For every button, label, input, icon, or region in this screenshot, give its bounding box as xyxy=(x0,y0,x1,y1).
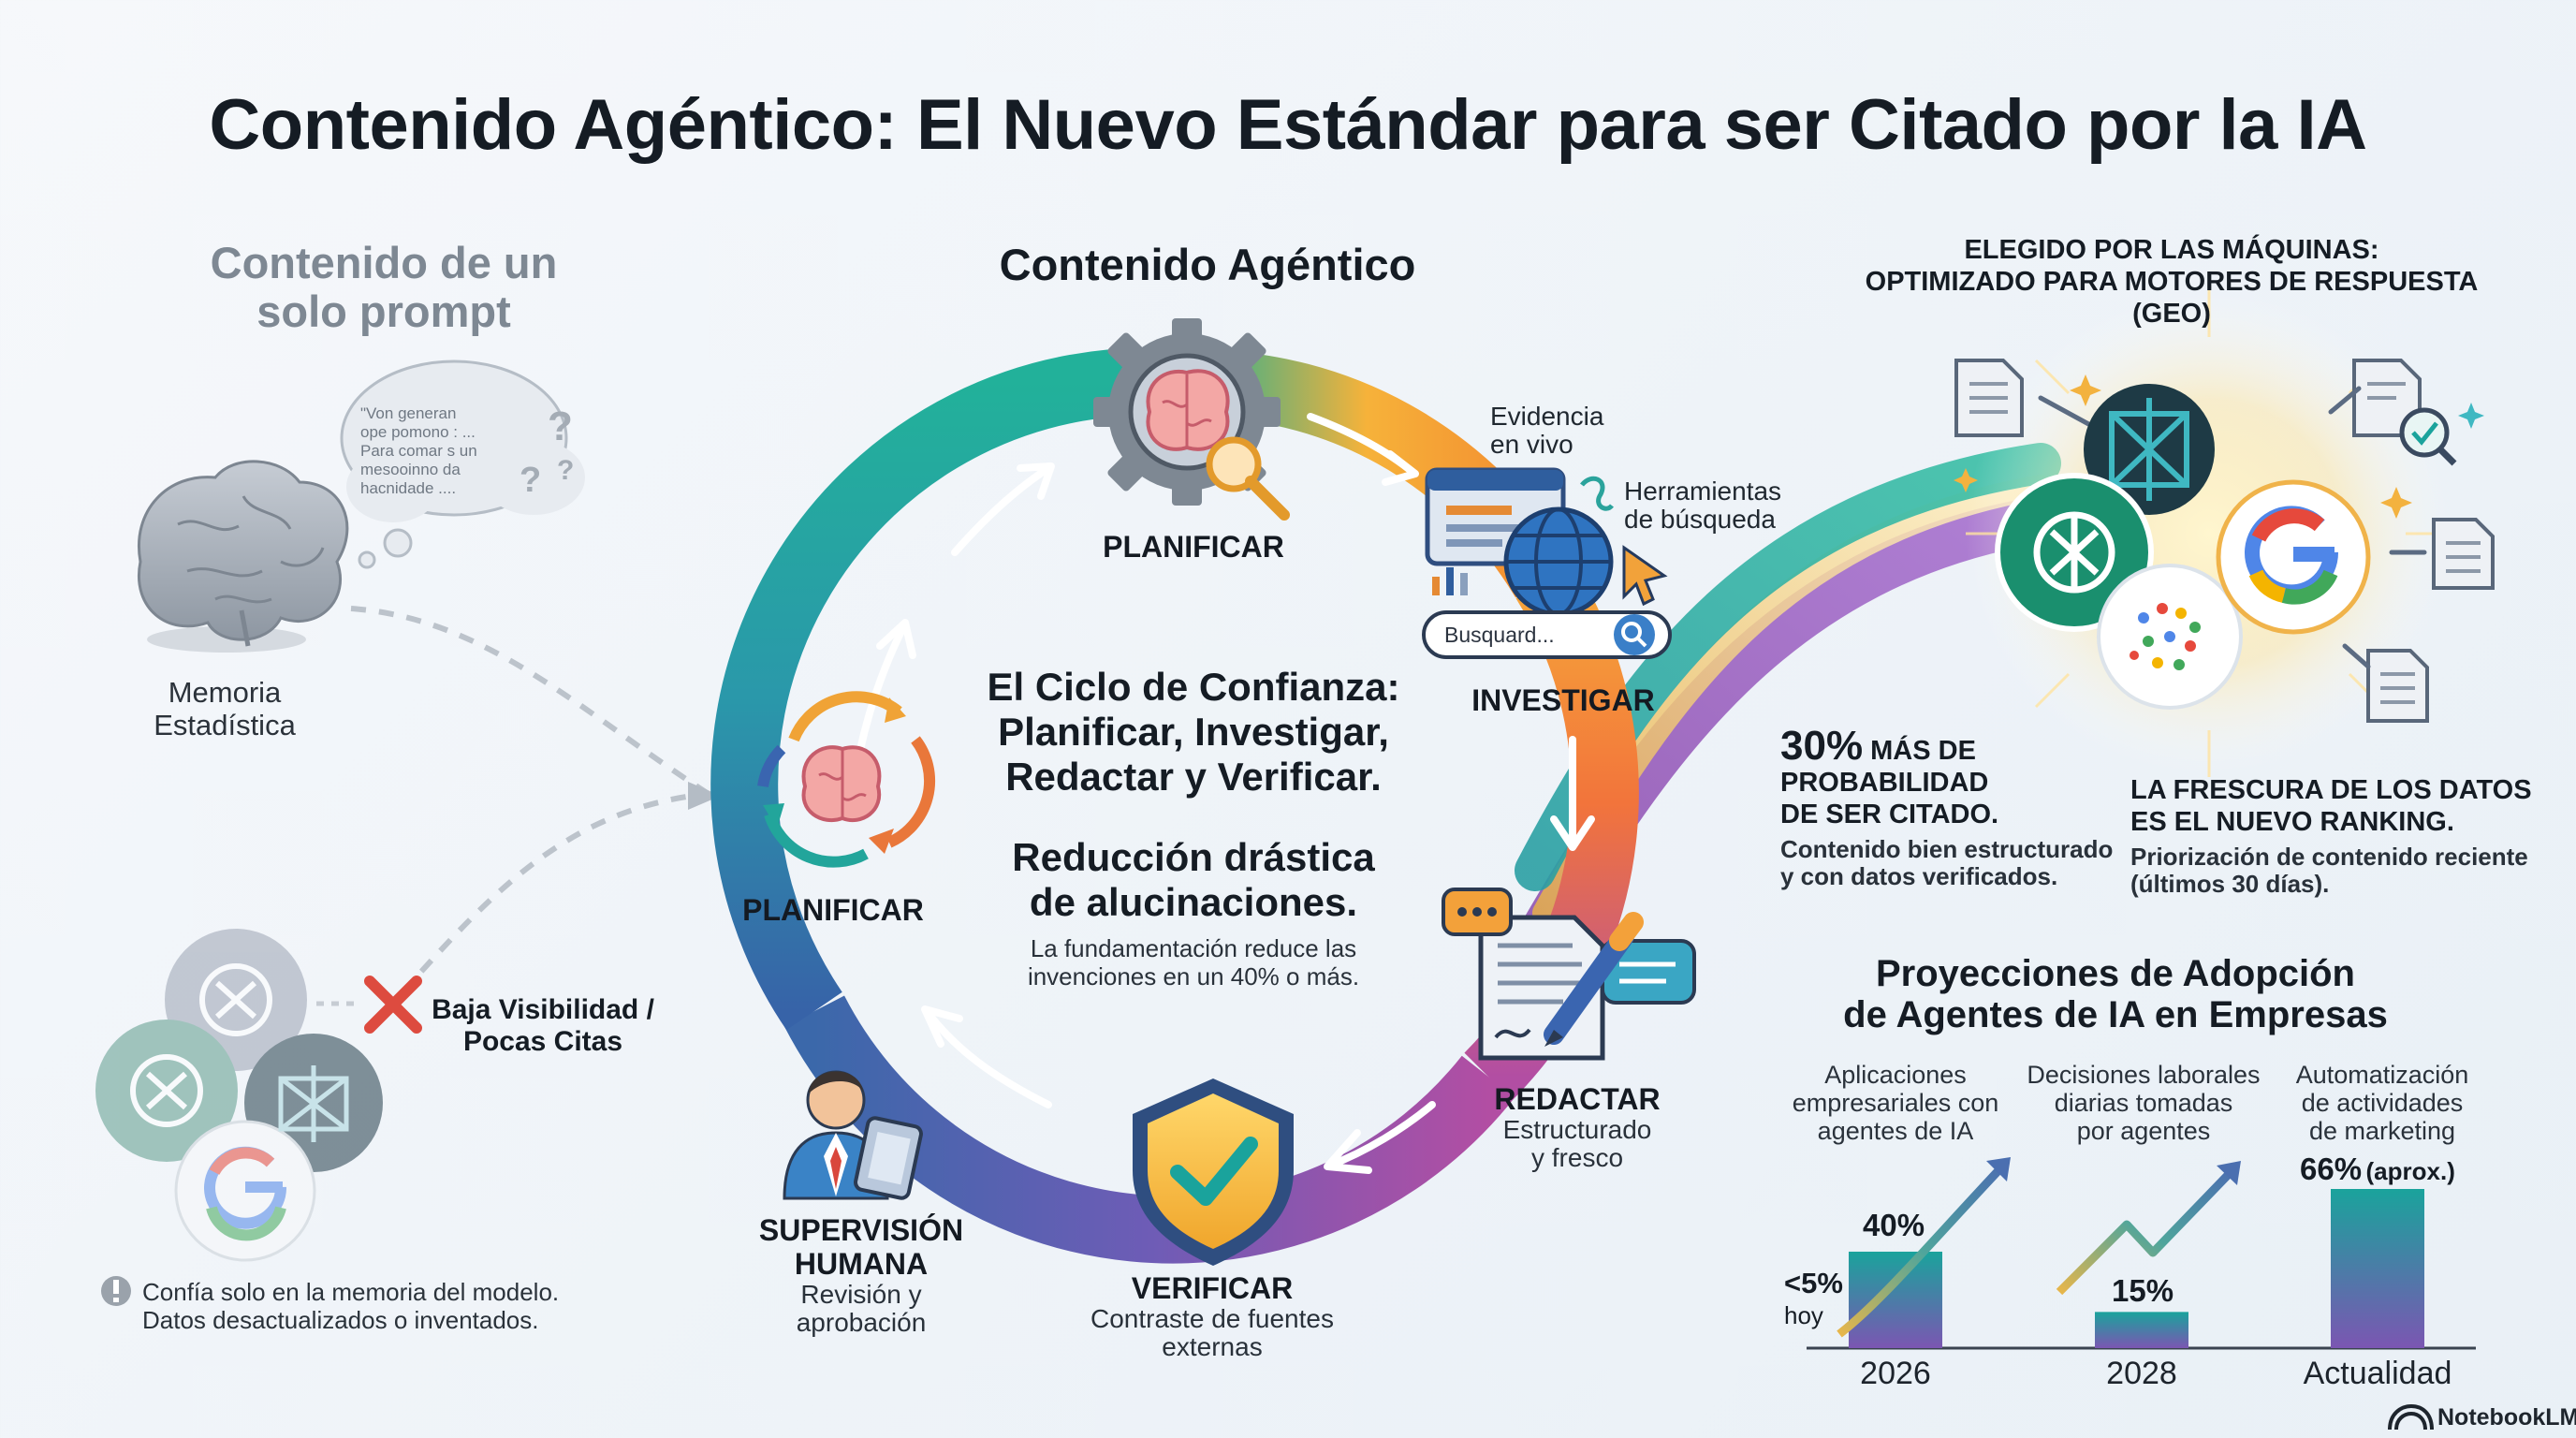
openai-faded-icon-2 xyxy=(130,1054,203,1127)
geo-engines-cluster xyxy=(1954,290,2495,777)
chart-bar-Actualidad xyxy=(2331,1189,2424,1348)
single-prompt-title: Contenido de un solo prompt xyxy=(210,238,558,336)
google-icon xyxy=(2245,506,2339,605)
citation-stat: 30% MÁS DE PROBABILIDAD DE SER CITADO. C… xyxy=(1780,723,2114,890)
thought-bubble: ? ? ? xyxy=(340,360,585,569)
trend-arrow-1-head xyxy=(1986,1157,2011,1181)
chart-value-3: 66% (aprox.) xyxy=(2300,1152,2455,1186)
warning-note: Confía solo en la memoria del modelo. Da… xyxy=(142,1278,560,1334)
human-supervision-group: SUPERVISIÓN HUMANA Revisión y aprobación xyxy=(758,1213,964,1337)
low-visibility-label: Baja Visibilidad / Pocas Citas xyxy=(432,994,654,1057)
chart-desc-3: Automatización de actividades de marketi… xyxy=(2295,1061,2469,1145)
search-tool-hook-icon xyxy=(1580,476,1614,511)
gemini-dots-icon xyxy=(2130,603,2201,670)
search-placeholder-text: Busquard... xyxy=(1444,623,1555,647)
adoption-chart xyxy=(1807,1157,2476,1350)
page-title: Contenido Agéntico: El Nuevo Estándar pa… xyxy=(209,85,2367,165)
openai-icon xyxy=(2033,511,2115,594)
freshness-stat: LA FRESCURA DE LOS DATOS ES EL NUEVO RAN… xyxy=(2130,775,2532,898)
chart-bar-2026 xyxy=(1849,1251,1942,1348)
draft-label-group: REDACTAR Estructurado y fresco xyxy=(1494,1082,1661,1172)
search-bar xyxy=(1422,610,1672,659)
trend-arrow-2-head xyxy=(2217,1161,2241,1185)
verify-label-group: VERIFICAR Contraste de fuentes externas xyxy=(1090,1271,1334,1361)
chart-category-1: 2026 xyxy=(1860,1356,1931,1391)
statistical-memory-label: Memoria Estadística xyxy=(154,676,296,741)
chart-desc-2: Decisiones laborales diarias tomadas por… xyxy=(2027,1061,2261,1145)
dashed-arrow-bottom xyxy=(400,793,694,995)
plan-top-label: PLANIFICAR xyxy=(1103,530,1284,564)
hallucination-reduction-heading: Reducción drástica de alucinaciones. xyxy=(1012,835,1375,924)
thought-bubble-text: "Von generan ope pomono : ... Para comar… xyxy=(360,404,477,497)
geo-heading: ELEGIDO POR LAS MÁQUINAS: OPTIMIZADO PAR… xyxy=(1865,235,2479,329)
chart-category-3: Actualidad xyxy=(2303,1356,2452,1391)
warning-icon xyxy=(101,1276,131,1306)
cycle-arrows-brain-icon xyxy=(757,691,936,868)
gear-brain-icon xyxy=(1093,318,1290,521)
google-faded-icon xyxy=(204,1146,287,1241)
perplexity-icon xyxy=(2109,398,2189,501)
check-magnifier-icon xyxy=(2399,407,2457,466)
trend-arrow-1 xyxy=(1837,1162,2007,1338)
svg-text:?: ? xyxy=(548,404,573,449)
shield-check-icon xyxy=(1133,1078,1294,1266)
research-label: INVESTIGAR xyxy=(1471,683,1655,717)
chart-start-value: <5% hoy xyxy=(1784,1267,1843,1330)
perplexity-faded-icon xyxy=(278,1065,349,1142)
red-x-icon xyxy=(316,976,422,1034)
cursor-icon xyxy=(1622,545,1668,607)
live-evidence-label: Evidencia en vivo xyxy=(1490,402,1604,459)
dashed-arrow-head xyxy=(688,782,721,810)
chart-title: Proyecciones de Adopción de Agentes de I… xyxy=(1843,953,2388,1035)
faded-ai-logos xyxy=(95,929,383,1262)
chart-desc-1: Aplicaciones empresariales con agentes d… xyxy=(1792,1061,1999,1145)
brain-grey-icon xyxy=(138,460,349,653)
notebooklm-brand: NotebookLM xyxy=(2437,1404,2576,1431)
chart-category-2: 2028 xyxy=(2106,1356,2177,1391)
human-reviewer-icon xyxy=(783,1070,923,1200)
trend-arrow-2 xyxy=(2056,1167,2236,1296)
agentic-content-title: Contenido Agéntico xyxy=(999,240,1416,289)
dashed-arrow-top xyxy=(350,606,713,799)
chart-value-1: 40% xyxy=(1863,1208,1925,1242)
hallucination-reduction-note: La fundamentación reduce las invenciones… xyxy=(1027,934,1360,990)
notebooklm-logo-icon xyxy=(2388,1403,2434,1431)
search-tools-label: Herramientas de búsqueda xyxy=(1624,477,1782,534)
sparkle-icons xyxy=(1954,374,2412,519)
trust-cycle-heading: El Ciclo de Confianza: Planificar, Inves… xyxy=(987,665,1400,799)
chart-bar-2028 xyxy=(2095,1312,2188,1348)
svg-text:?: ? xyxy=(557,455,574,486)
chart-value-2: 15% xyxy=(2112,1273,2174,1308)
plan-left-label: PLANIFICAR xyxy=(742,893,924,927)
draft-document-icon xyxy=(1442,888,1696,1061)
openai-faded-icon-1 xyxy=(199,963,272,1036)
globe-icon xyxy=(1503,506,1614,617)
svg-text:?: ? xyxy=(520,461,541,500)
